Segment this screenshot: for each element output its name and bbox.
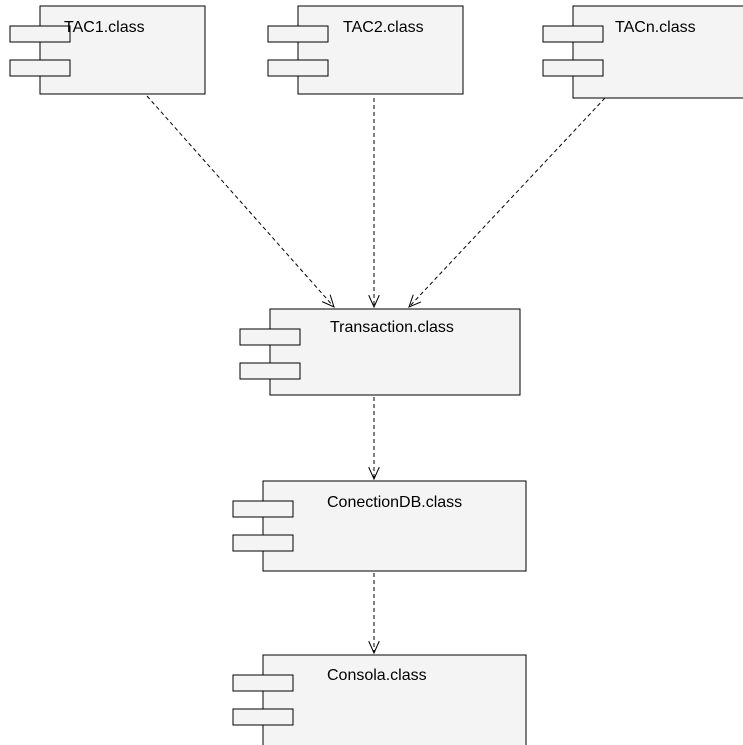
component-body <box>269 308 521 396</box>
component-body <box>297 5 464 95</box>
component-transaction: Transaction.class <box>239 308 521 396</box>
component-body <box>262 654 527 745</box>
component-label: Transaction.class <box>330 319 454 336</box>
component-label: ConectionDB.class <box>327 494 462 511</box>
arrow-head-icon <box>321 294 335 308</box>
component-body <box>39 5 206 95</box>
dependency-line <box>408 97 606 308</box>
dependency-transaction-to-conectiondb <box>368 397 380 481</box>
component-label: TAC1.class <box>64 19 145 36</box>
component-label: TAC2.class <box>343 19 424 36</box>
component-layer: TAC1.class TAC2.class TACn.classTransactio… <box>9 5 743 745</box>
component-tab-icon <box>542 25 604 43</box>
component-consola: Consola.class <box>232 654 527 745</box>
component-tacn: TACn.class <box>542 5 743 99</box>
component-body <box>572 5 743 99</box>
component-tac2: TAC2.class <box>267 5 464 95</box>
dependency-tac1-to-transaction <box>146 95 335 308</box>
component-conectiondb: ConectionDB.class <box>232 480 527 572</box>
arrow-head-icon <box>368 294 380 309</box>
component-label: TACn.class <box>615 19 696 36</box>
component-label: Consola.class <box>327 667 427 684</box>
component-tab-icon <box>239 362 301 380</box>
component-tac1: TAC1.class <box>9 5 206 95</box>
component-tab-icon <box>9 25 71 43</box>
component-tab-icon <box>232 534 294 552</box>
component-tab-icon <box>239 328 301 346</box>
dependency-tac2-to-transaction <box>368 98 380 309</box>
component-tab-icon <box>232 674 294 692</box>
component-tab-icon <box>232 500 294 518</box>
dependency-conectiondb-to-consola <box>368 573 380 655</box>
component-tab-icon <box>9 59 71 77</box>
arrow-head-icon <box>408 294 422 308</box>
component-tab-icon <box>267 59 329 77</box>
component-body <box>262 480 527 572</box>
component-tab-icon <box>542 59 604 77</box>
component-tab-icon <box>267 25 329 43</box>
arrow-head-icon <box>368 640 380 655</box>
dependency-layer <box>146 95 606 655</box>
component-tab-icon <box>232 708 294 726</box>
arrow-head-icon <box>368 466 380 481</box>
dependency-tacn-to-transaction <box>408 97 606 308</box>
dependency-line <box>146 95 335 308</box>
